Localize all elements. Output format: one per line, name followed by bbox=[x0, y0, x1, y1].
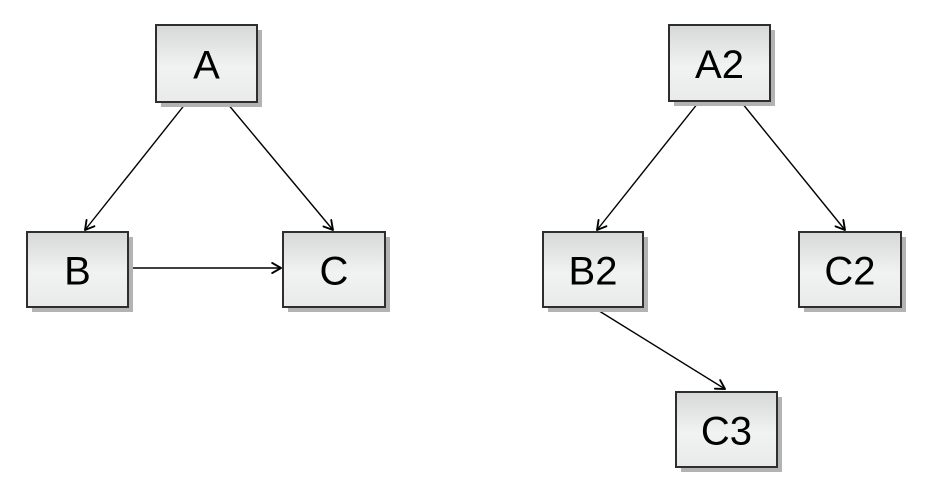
edge-B2-C3 bbox=[595, 308, 726, 390]
node-box bbox=[798, 231, 902, 308]
node-box bbox=[675, 391, 778, 468]
edge-A2-C2 bbox=[741, 102, 846, 231]
node-box bbox=[26, 231, 129, 308]
node-label: A2 bbox=[695, 43, 744, 87]
node-A[interactable]: A bbox=[155, 24, 262, 107]
node-box bbox=[155, 24, 258, 103]
node-label: C bbox=[320, 250, 349, 294]
node-C3[interactable]: C3 bbox=[675, 391, 782, 472]
edge-A2-B2 bbox=[596, 102, 699, 231]
node-label: C3 bbox=[701, 410, 752, 454]
left-graph-nodes: A B C bbox=[26, 24, 390, 312]
edge-A-B bbox=[84, 102, 187, 231]
node-C2[interactable]: C2 bbox=[798, 231, 906, 312]
left-graph-edges bbox=[84, 102, 334, 274]
node-label: A bbox=[193, 44, 220, 88]
node-label: B2 bbox=[569, 250, 618, 294]
node-box bbox=[668, 24, 771, 102]
right-graph-edges bbox=[595, 102, 846, 390]
edges-layer bbox=[84, 102, 846, 390]
node-label: B bbox=[64, 250, 91, 294]
edge-A-C bbox=[226, 102, 334, 231]
node-label: C2 bbox=[824, 250, 875, 294]
node-B2[interactable]: B2 bbox=[542, 231, 648, 312]
node-box bbox=[282, 231, 386, 308]
node-A2[interactable]: A2 bbox=[668, 24, 775, 106]
node-C[interactable]: C bbox=[282, 231, 390, 312]
node-box bbox=[542, 231, 644, 308]
node-B[interactable]: B bbox=[26, 231, 133, 312]
